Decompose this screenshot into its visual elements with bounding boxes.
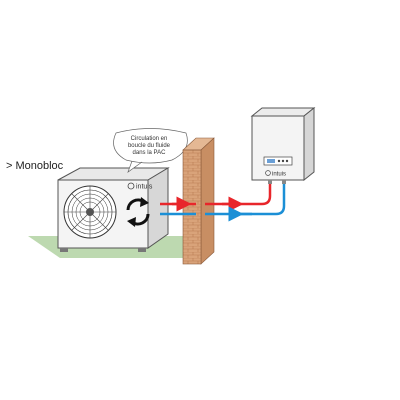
diagram-title: > Monobloc <box>6 160 64 172</box>
outdoor-unit: intuis <box>57 167 170 252</box>
indoor-unit: intuis <box>250 106 316 184</box>
recycle-arrows-icon <box>126 197 150 227</box>
speech-bubble <box>113 128 188 173</box>
bubble-caption: Circulation en boucle du fluide dans la … <box>110 136 188 157</box>
control-display-icon <box>263 156 293 166</box>
outdoor-brand-label: intuis <box>136 184 153 191</box>
intuis-logo-icon <box>127 182 135 190</box>
brick-wall <box>182 137 215 265</box>
indoor-logo-icon <box>265 170 271 176</box>
indoor-brand-label: intuis <box>272 172 286 178</box>
bubble-line-3: dans la PAC <box>132 150 166 156</box>
fan-icon <box>63 185 117 239</box>
bubble-line-2: boucle du fluide <box>127 143 171 149</box>
cold-pipe <box>160 172 286 216</box>
bubble-line-1: Circulation en <box>130 136 168 142</box>
